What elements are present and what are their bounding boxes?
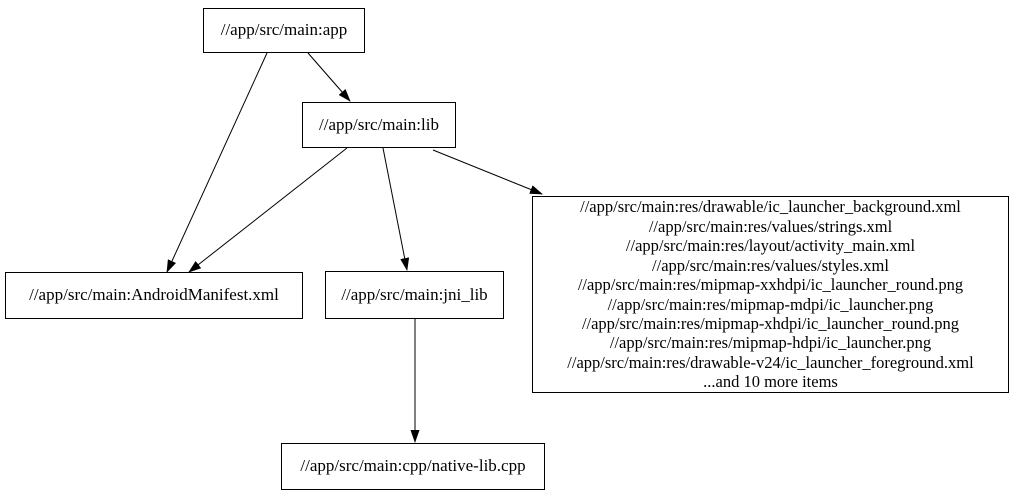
res-item: //app/src/main:res/values/styles.xml: [652, 255, 889, 275]
res-item: //app/src/main:res/mipmap-hdpi/ic_launch…: [609, 333, 932, 353]
edge-lib-to-res_group: [432, 149, 543, 195]
edge-app-to-lib: [307, 52, 351, 102]
res-item: //app/src/main:res/mipmap-xhdpi/ic_launc…: [581, 313, 960, 333]
node-lib-label: //app/src/main:lib: [319, 114, 439, 134]
res-item: //app/src/main:res/drawable-v24/ic_launc…: [567, 352, 974, 372]
res-more-items: ...and 10 more items: [703, 372, 838, 392]
res-item: //app/src/main:res/mipmap-xxhdpi/ic_laun…: [577, 275, 964, 295]
node-lib: //app/src/main:lib: [302, 102, 456, 148]
res-item: //app/src/main:res/values/strings.xml: [648, 216, 893, 236]
edge-lib-to-jni_lib: [382, 147, 410, 271]
edge-app-to-android_manifest: [166, 52, 268, 273]
node-native-lib-cpp: //app/src/main:cpp/native-lib.cpp: [281, 443, 545, 490]
node-jni-lib: //app/src/main:jni_lib: [325, 271, 504, 319]
res-item: //app/src/main:res/mipmap-mdpi/ic_launch…: [607, 294, 934, 314]
node-jni-lib-label: //app/src/main:jni_lib: [341, 284, 488, 304]
res-item: //app/src/main:res/drawable/ic_launcher_…: [580, 197, 961, 217]
node-app-label: //app/src/main:app: [220, 20, 348, 40]
node-app: //app/src/main:app: [203, 8, 365, 53]
node-native-lib-cpp-label: //app/src/main:cpp/native-lib.cpp: [300, 456, 526, 476]
node-res-group: //app/src/main:res/drawable/ic_launcher_…: [532, 196, 1009, 393]
node-android-manifest: //app/src/main:AndroidManifest.xml: [5, 272, 303, 319]
node-android-manifest-label: //app/src/main:AndroidManifest.xml: [29, 285, 279, 305]
edge-lib-to-android_manifest: [188, 147, 348, 273]
res-item: //app/src/main:res/layout/activity_main.…: [625, 236, 916, 256]
